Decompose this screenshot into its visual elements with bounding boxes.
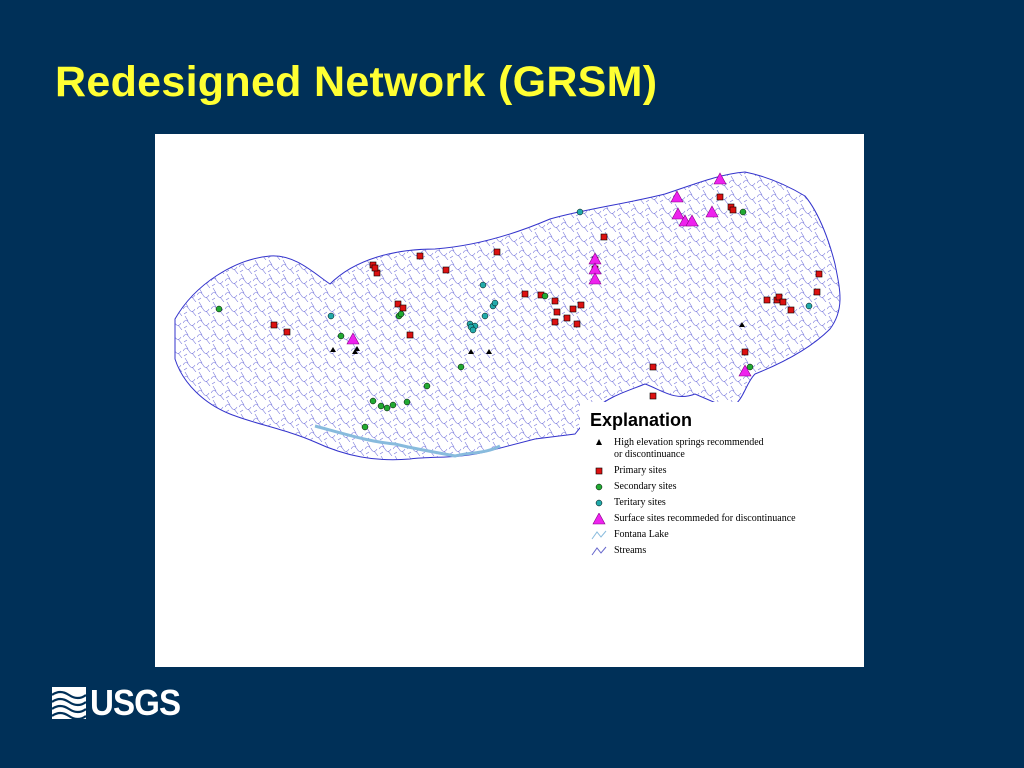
- primary-site-marker: [716, 193, 724, 201]
- primary-site-marker: [551, 297, 559, 305]
- tertiary-site-marker: [481, 312, 489, 320]
- green-circle-icon: [590, 481, 608, 493]
- primary-site-marker: [569, 305, 577, 313]
- magenta-triangle-icon: [590, 513, 608, 525]
- primary-site-marker: [779, 298, 787, 306]
- secondary-site-marker: [215, 305, 223, 313]
- secondary-site-marker: [397, 310, 405, 318]
- secondary-site-marker: [746, 363, 754, 371]
- stream-line-icon: [590, 545, 608, 557]
- surface-site-marker: [670, 190, 684, 203]
- secondary-site-marker: [403, 398, 411, 406]
- primary-site-marker: [741, 348, 749, 356]
- legend-title: Explanation: [590, 410, 693, 430]
- legend-item-primary: Primary sites: [590, 465, 860, 477]
- secondary-site-marker: [423, 382, 431, 390]
- primary-site-marker: [729, 206, 737, 214]
- primary-site-marker: [551, 318, 559, 326]
- surface-site-marker: [346, 332, 360, 345]
- primary-site-marker: [813, 288, 821, 296]
- lake-line-icon: [590, 529, 608, 541]
- secondary-site-marker: [369, 397, 377, 405]
- legend-label: Surface sites recommeded for discontinua…: [614, 513, 796, 524]
- usgs-wordmark: USGS: [90, 682, 181, 723]
- secondary-site-marker: [377, 402, 385, 410]
- black-triangle-icon: [590, 437, 608, 449]
- primary-site-marker: [815, 270, 823, 278]
- surface-site-marker: [588, 272, 602, 285]
- primary-site-marker: [763, 296, 771, 304]
- spring-site-marker: [486, 349, 492, 354]
- secondary-site-marker: [383, 404, 391, 412]
- surface-site-marker: [713, 172, 727, 185]
- spring-site-marker: [352, 349, 358, 354]
- tertiary-site-marker: [491, 299, 499, 307]
- primary-site-marker: [573, 320, 581, 328]
- primary-site-marker: [399, 304, 407, 312]
- secondary-site-marker: [739, 208, 747, 216]
- primary-site-marker: [416, 252, 424, 260]
- spring-site-marker: [330, 347, 336, 352]
- primary-site-marker: [270, 321, 278, 329]
- spring-site-marker: [739, 322, 745, 327]
- teal-circle-icon: [590, 497, 608, 509]
- usgs-wave-icon: [52, 687, 86, 719]
- tertiary-site-marker: [479, 281, 487, 289]
- primary-site-marker: [394, 300, 402, 308]
- map-canvas: [174, 171, 841, 612]
- legend-item-springs: High elevation springs recommended or di…: [590, 437, 860, 461]
- legend-item-tertiary: Teritary sites: [590, 497, 860, 509]
- primary-site-marker: [600, 233, 608, 241]
- legend-label: Fontana Lake: [614, 529, 669, 540]
- surface-site-marker: [705, 205, 719, 218]
- spring-site-marker: [468, 349, 474, 354]
- legend-background: [580, 402, 780, 612]
- legend-label: Teritary sites: [614, 497, 666, 508]
- legend-label: Secondary sites: [614, 481, 677, 492]
- legend-label: High elevation springs recommended: [614, 437, 764, 448]
- legend-item-surface: Surface sites recommeded for discontinua…: [590, 513, 860, 525]
- secondary-site-marker: [541, 292, 549, 300]
- legend-label: Streams: [614, 545, 647, 556]
- primary-site-marker: [577, 301, 585, 309]
- site-markers: [215, 172, 823, 431]
- red-square-icon: [590, 465, 608, 477]
- primary-site-marker: [563, 314, 571, 322]
- legend-label: Primary sites: [614, 465, 667, 476]
- surface-site-marker: [738, 364, 752, 377]
- surface-site-marker: [685, 214, 699, 227]
- usgs-logo: USGS: [52, 682, 188, 724]
- secondary-site-marker: [457, 363, 465, 371]
- primary-site-marker: [649, 363, 657, 371]
- legend-item-streams: Streams: [590, 545, 860, 557]
- legend-label-cont: or discontinuance: [614, 449, 685, 460]
- legend-item-secondary: Secondary sites: [590, 481, 860, 493]
- primary-site-marker: [371, 264, 379, 272]
- secondary-site-marker: [361, 423, 369, 431]
- surface-site-marker: [671, 207, 685, 220]
- tertiary-site-marker: [576, 208, 584, 216]
- primary-site-marker: [442, 266, 450, 274]
- tertiary-site-marker: [327, 312, 335, 320]
- slide-title: Redesigned Network (GRSM): [55, 58, 658, 106]
- primary-site-marker: [283, 328, 291, 336]
- tertiary-site-marker: [469, 326, 477, 334]
- tertiary-site-marker: [805, 302, 813, 310]
- legend: Explanation High elevation springs recom…: [590, 410, 860, 561]
- primary-site-marker: [493, 248, 501, 256]
- primary-site-marker: [787, 306, 795, 314]
- primary-site-marker: [553, 308, 561, 316]
- primary-site-marker: [521, 290, 529, 298]
- legend-item-lake: Fontana Lake: [590, 529, 860, 541]
- spring-site-marker: [354, 346, 360, 351]
- primary-site-marker: [406, 331, 414, 339]
- primary-site-marker: [775, 293, 783, 301]
- secondary-site-marker: [389, 401, 397, 409]
- park-map: Explanation High elevation springs recom…: [155, 134, 864, 667]
- fontana-lake: [314, 424, 501, 458]
- primary-site-marker: [649, 392, 657, 400]
- secondary-site-marker: [337, 332, 345, 340]
